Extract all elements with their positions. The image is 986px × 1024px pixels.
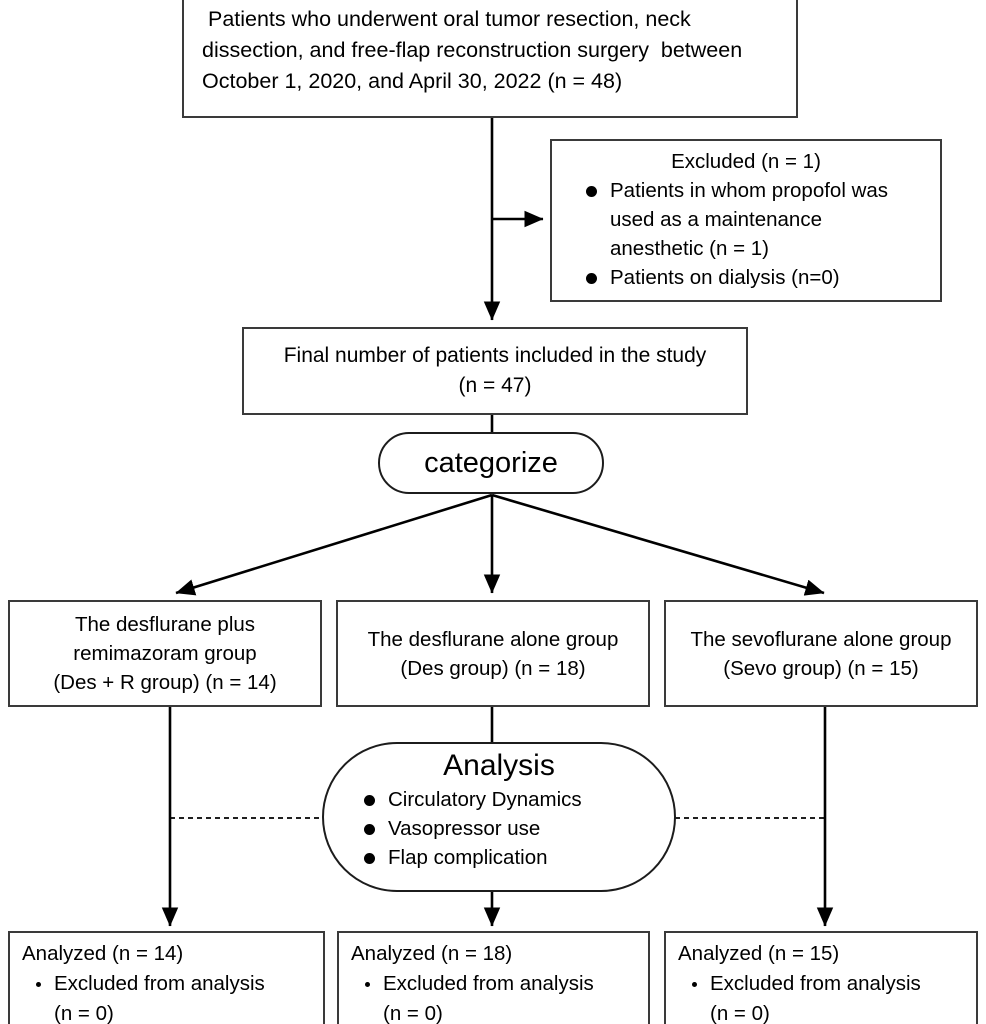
node-final-count-box: Final number of patients included in the…: [242, 327, 748, 415]
node-analyzed-sevo: Analyzed (n = 15) Excluded from analysis…: [664, 931, 978, 1024]
analyzed-1-bullet-line-1: Excluded from analysis: [54, 972, 265, 995]
analyzed-1-title: Analyzed (n = 14): [22, 942, 184, 965]
arrow-categorize-to-group-3: [491, 493, 825, 596]
node-group-des-plus-r: The desflurane plus remimazoram group (D…: [8, 600, 322, 707]
group-2-line-1: The desflurane alone group: [367, 627, 619, 651]
node-categorize-pill: categorize: [378, 432, 604, 494]
analysis-title: Analysis: [443, 749, 555, 782]
node-analyzed-des: Analyzed (n = 18) Excluded from analysis…: [337, 931, 650, 1024]
enrollment-line-3: October 1, 2020, and April 30, 2022 (n =…: [202, 69, 623, 93]
analyzed-bullet-item: Excluded from analysis (n = 0): [363, 969, 642, 1024]
node-analyzed-des-plus-r: Analyzed (n = 14) Excluded from analysis…: [8, 931, 325, 1024]
analyzed-2-bullet-line-1: Excluded from analysis: [383, 972, 594, 995]
group-2-line-2: (Des group) (n = 18): [400, 656, 586, 680]
analyzed-bullet-item: Excluded from analysis (n = 0): [690, 969, 970, 1024]
excluded-item-2-line-1: Patients on dialysis (n=0): [610, 266, 840, 289]
analyzed-2-title: Analyzed (n = 18): [351, 942, 513, 965]
analysis-bullet-item: Circulatory Dynamics: [358, 785, 674, 814]
node-excluded-box: Excluded (n = 1) Patients in whom propof…: [550, 139, 942, 302]
group-3-line-2: (Sevo group) (n = 15): [723, 656, 919, 680]
arrow-categorize-to-group-1: [175, 493, 493, 596]
enrollment-line-2: dissection, and free-flap reconstruction…: [202, 38, 743, 62]
analyzed-1-bullet-line-2: (n = 0): [54, 1002, 114, 1024]
final-line-1: Final number of patients included in the…: [283, 344, 707, 367]
excluded-bullet-list: Patients in whom propofol was used as a …: [562, 176, 930, 292]
analyzed-3-bullet-line-1: Excluded from analysis: [710, 972, 921, 995]
analysis-bullet-list: Circulatory Dynamics Vasopressor use Fla…: [324, 785, 674, 872]
excluded-item-1-line-1: Patients in whom propofol was: [610, 179, 889, 202]
analyzed-3-bullet-list: Excluded from analysis (n = 0): [678, 969, 970, 1024]
analysis-item-3: Flap complication: [388, 846, 548, 869]
analyzed-3-title: Analyzed (n = 15): [678, 942, 840, 965]
excluded-item-1-line-2: used as a maintenance: [610, 208, 822, 231]
node-enrollment-box: Patients who underwent oral tumor resect…: [182, 0, 798, 118]
excluded-item-1-line-3: anesthetic (n = 1): [610, 237, 769, 260]
group-1-line-1: The desflurane plus: [74, 613, 256, 636]
group-1-line-2: remimazoram group: [73, 642, 257, 665]
categorize-label: categorize: [424, 446, 558, 479]
node-group-sevo: The sevoflurane alone group (Sevo group)…: [664, 600, 978, 707]
final-line-2: (n = 47): [458, 374, 532, 397]
analyzed-1-bullet-list: Excluded from analysis (n = 0): [22, 969, 317, 1024]
excluded-bullet-item: Patients on dialysis (n=0): [580, 263, 930, 292]
node-analysis-pill: Analysis Circulatory Dynamics Vasopresso…: [322, 742, 676, 892]
enrollment-line-1: Patients who underwent oral tumor resect…: [202, 7, 691, 31]
analyzed-2-bullet-line-2: (n = 0): [383, 1002, 443, 1024]
analyzed-2-bullet-list: Excluded from analysis (n = 0): [351, 969, 642, 1024]
excluded-title: Excluded (n = 1): [671, 150, 821, 173]
analyzed-bullet-item: Excluded from analysis (n = 0): [34, 969, 317, 1024]
analyzed-3-bullet-line-2: (n = 0): [710, 1002, 770, 1024]
analysis-item-1: Circulatory Dynamics: [388, 788, 582, 811]
analysis-bullet-item: Flap complication: [358, 843, 674, 872]
analysis-item-2: Vasopressor use: [388, 817, 541, 840]
excluded-bullet-item: Patients in whom propofol was used as a …: [580, 176, 930, 263]
group-1-line-3: (Des + R group) (n = 14): [53, 671, 277, 694]
node-group-des: The desflurane alone group (Des group) (…: [336, 600, 650, 707]
analysis-bullet-item: Vasopressor use: [358, 814, 674, 843]
group-3-line-1: The sevoflurane alone group: [690, 627, 952, 651]
